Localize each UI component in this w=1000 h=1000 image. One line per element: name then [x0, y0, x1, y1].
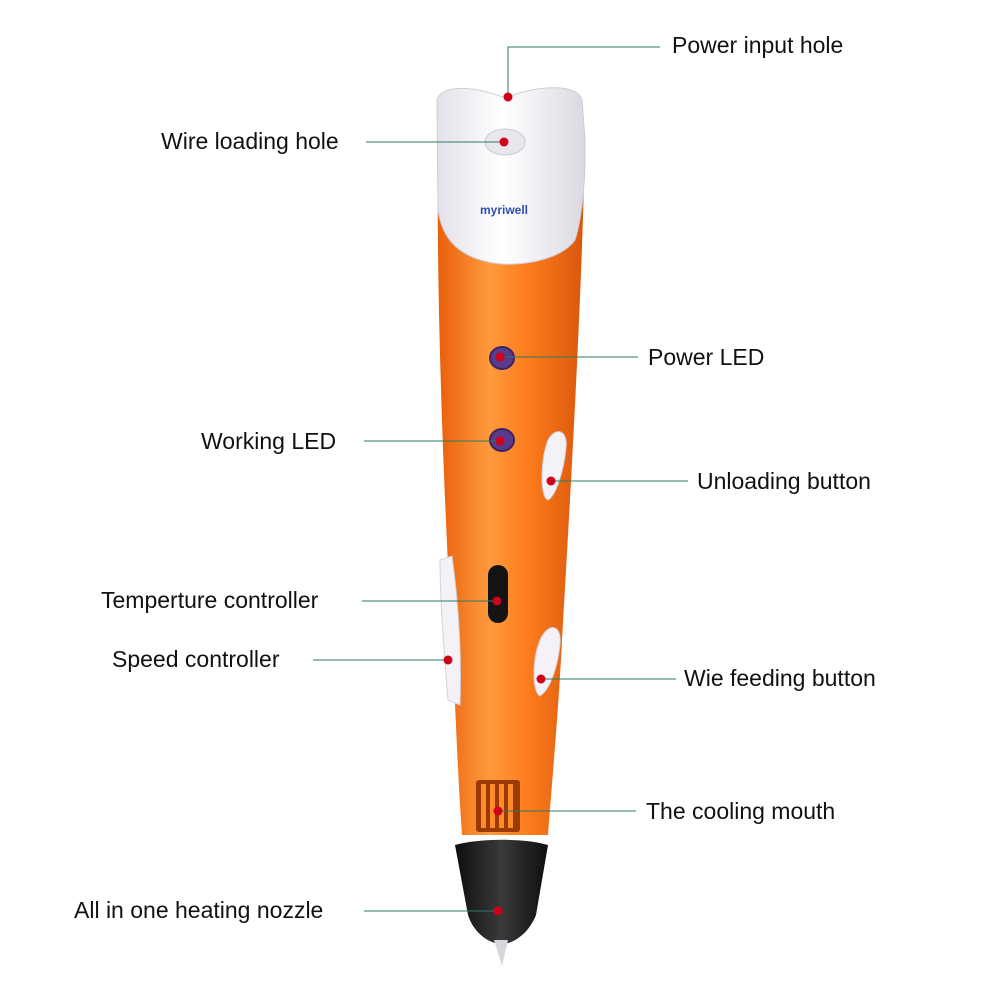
label-heating-nozzle: All in one heating nozzle	[74, 897, 324, 923]
leader-lines	[313, 46, 688, 912]
cooling-vents-icon	[476, 780, 520, 832]
heating-nozzle-icon	[455, 839, 548, 944]
label-power-input-hole: Power input hole	[672, 32, 844, 58]
leader-line-power-input	[507, 46, 660, 97]
label-cooling-mouth: The cooling mouth	[646, 798, 836, 824]
marker-power-led	[495, 352, 505, 362]
label-working-led: Working LED	[201, 428, 337, 454]
marker-wire-feeding	[536, 674, 546, 684]
pen-cap	[436, 87, 586, 265]
marker-cooling	[493, 806, 503, 816]
speed-controller-icon	[439, 555, 462, 706]
label-speed-controller: Speed controller	[112, 646, 280, 672]
label-wire-loading-hole: Wire loading hole	[161, 128, 339, 154]
brand-logo: myriwell	[480, 203, 528, 217]
label-power-led: Power LED	[648, 344, 765, 370]
marker-speed	[443, 655, 453, 665]
marker-wire-loading	[499, 137, 509, 147]
marker-nozzle	[493, 906, 503, 916]
label-wire-feeding-button: Wie feeding button	[684, 665, 876, 691]
label-temperature-controller: Temperture controller	[101, 587, 319, 613]
marker-power-input	[503, 92, 513, 102]
marker-temperature	[492, 596, 502, 606]
temperature-controller-icon	[488, 565, 508, 623]
label-unloading-button: Unloading button	[697, 468, 871, 494]
marker-unloading	[546, 476, 556, 486]
nozzle-tip-icon	[494, 940, 508, 966]
marker-working-led	[495, 436, 505, 446]
marker-dots	[443, 92, 556, 916]
